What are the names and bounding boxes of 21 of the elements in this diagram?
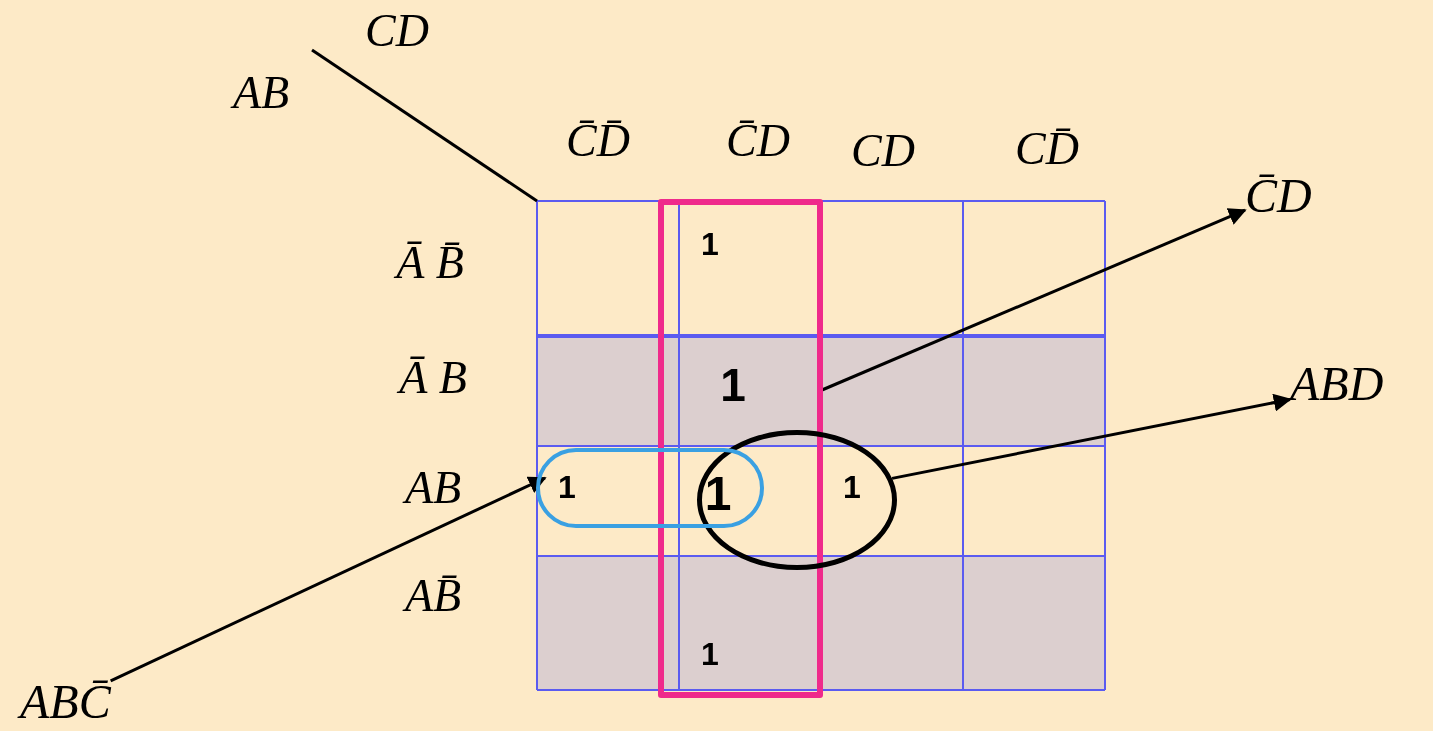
grouping-ellipse	[697, 430, 897, 570]
cell-value: 1	[720, 362, 746, 408]
arrow	[891, 393, 1292, 480]
column-header: C̄D	[726, 118, 790, 164]
row-header: AB̄	[404, 573, 462, 619]
column-header: CD̄	[1015, 126, 1079, 172]
grouping-rectangle	[658, 199, 823, 698]
row-header: AB	[404, 465, 462, 511]
arrow	[110, 476, 547, 683]
column-header: C̄D̄	[566, 118, 630, 164]
cell-value: 1	[704, 470, 732, 518]
cell-value: 1	[843, 471, 861, 503]
column-header: CD	[851, 128, 915, 174]
grouping-loop	[536, 448, 764, 528]
arrow	[821, 208, 1247, 392]
term-label: C̄D	[1245, 172, 1312, 220]
cell-value: 1	[701, 638, 719, 670]
cell-value: 1	[701, 228, 719, 260]
term-label: ABD	[1290, 360, 1384, 408]
axis-variable-label: CD	[365, 8, 429, 54]
cell-value: 1	[558, 471, 576, 503]
